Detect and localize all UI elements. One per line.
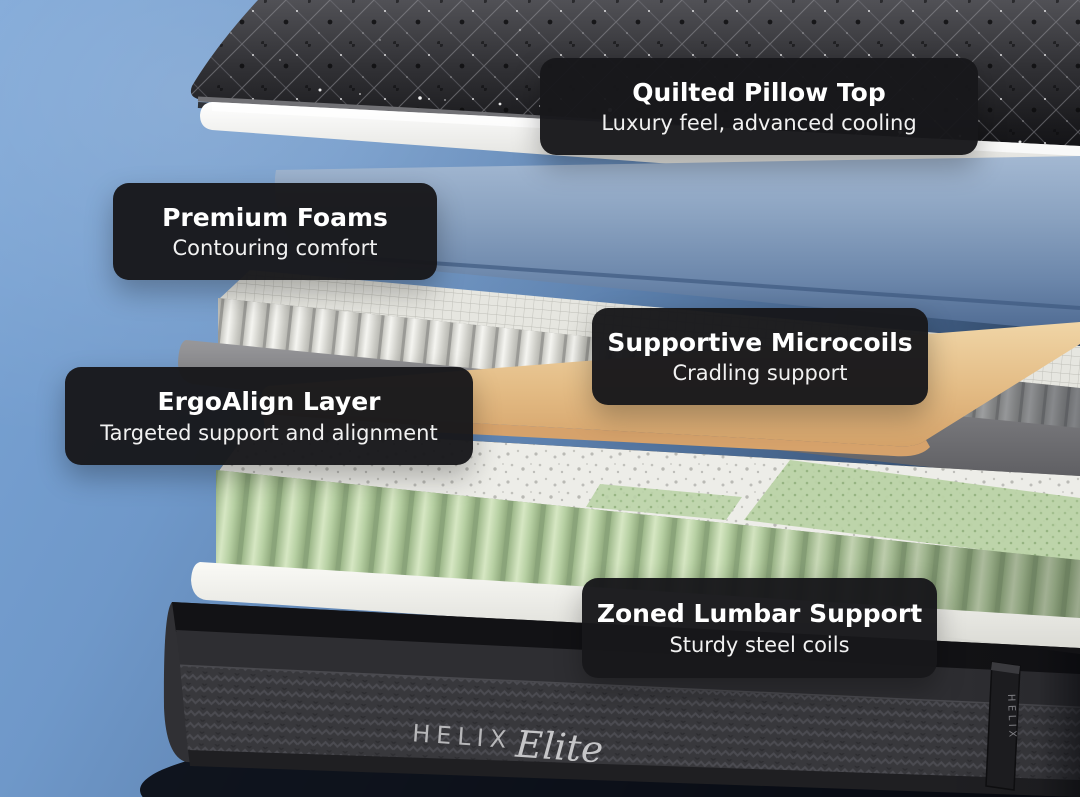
callout-subtitle: Contouring comfort bbox=[172, 236, 378, 261]
callout-subtitle: Targeted support and alignment bbox=[100, 420, 438, 445]
callout-title: ErgoAlign Layer bbox=[157, 387, 381, 417]
side-tag-text: HELIX bbox=[1005, 694, 1018, 741]
callout-title: Zoned Lumbar Support bbox=[596, 599, 923, 629]
callout-supportive-microcoils: Supportive Microcoils Cradling support bbox=[592, 308, 928, 405]
callout-subtitle: Luxury feel, advanced cooling bbox=[601, 111, 917, 136]
callout-quilted-pillow-top: Quilted Pillow Top Luxury feel, advanced… bbox=[540, 58, 978, 155]
callout-subtitle: Cradling support bbox=[672, 361, 848, 386]
brand-wordmark: HELIX Elite bbox=[411, 719, 604, 771]
callout-ergoalign-layer: ErgoAlign Layer Targeted support and ali… bbox=[65, 367, 473, 465]
layer-premium-foam bbox=[274, 156, 1080, 332]
wordmark-elite: Elite bbox=[513, 722, 604, 771]
callout-title: Quilted Pillow Top bbox=[632, 77, 886, 107]
callout-premium-foams: Premium Foams Contouring comfort bbox=[113, 183, 437, 280]
callout-zoned-lumbar-support: Zoned Lumbar Support Sturdy steel coils bbox=[582, 578, 937, 678]
callout-subtitle: Sturdy steel coils bbox=[669, 632, 850, 657]
callout-title: Premium Foams bbox=[162, 202, 388, 232]
callout-title: Supportive Microcoils bbox=[607, 327, 913, 357]
wordmark-helix: HELIX bbox=[411, 719, 513, 754]
